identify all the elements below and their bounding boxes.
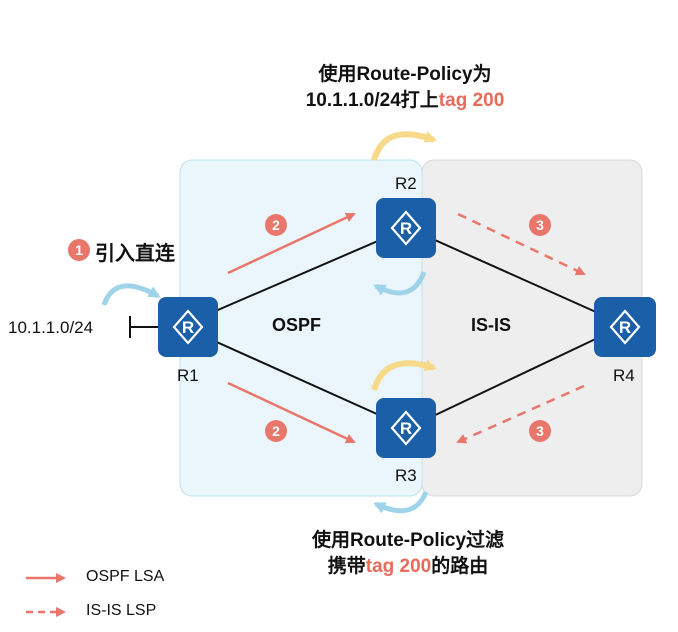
top-caption-highlight: tag 200 <box>438 90 505 111</box>
router-icon: R <box>390 210 422 246</box>
ospf-lsa-arrow-r1-r2 <box>227 212 356 275</box>
bottom-caption-line2-prefix: 携带 <box>327 556 366 577</box>
import-curl-r2 <box>373 271 427 296</box>
network-label: 10.1.1.0/24 <box>8 318 94 337</box>
step-1-label: 引入直连 <box>95 243 175 265</box>
router-icon: R <box>390 410 422 446</box>
link-r2-r4 <box>407 227 626 326</box>
router-label-r4: R4 <box>613 366 635 385</box>
router-r3[interactable]: R <box>376 398 436 458</box>
bottom-caption-line2-suffix: 的路由 <box>431 556 489 577</box>
isis-lsp-arrow-r4-r3 <box>456 384 585 444</box>
svg-text:R: R <box>400 419 412 438</box>
bottom-caption-highlight: tag 200 <box>365 556 432 577</box>
top-caption: 使用Route-Policy为 10.1.1.0/24打上tag 200 <box>260 62 550 114</box>
bottom-caption: 使用Route-Policy过滤 携带tag 200的路由 <box>258 528 558 580</box>
import-curl-r3 <box>373 490 429 514</box>
svg-text:R: R <box>619 318 631 337</box>
svg-text:R: R <box>182 318 194 337</box>
legend-isis-label: IS-IS LSP <box>86 602 157 619</box>
ospf-lsa-arrow-r1-r3 <box>227 381 356 444</box>
import-curl-arrow <box>101 283 161 306</box>
top-caption-line1: 使用Route-Policy为 <box>318 64 492 85</box>
legend-ospf-label: OSPF LSA <box>86 568 165 585</box>
step-2-badge-upper: 2 <box>265 214 287 236</box>
step-3-badge-lower: 3 <box>529 420 551 442</box>
router-icon: R <box>609 309 641 345</box>
step-2-badge-lower: 2 <box>265 420 287 442</box>
router-r4[interactable]: R <box>594 297 656 357</box>
top-caption-line2: 10.1.1.0/24打上tag 200 <box>260 88 550 114</box>
bottom-caption-line2: 携带tag 200的路由 <box>258 554 558 580</box>
router-r2[interactable]: R <box>376 198 436 258</box>
route-policy-curl-r3 <box>371 359 437 391</box>
ospf-area-label: OSPF <box>272 315 322 335</box>
link-r3-r4 <box>407 324 626 429</box>
router-label-r3: R3 <box>395 466 417 485</box>
route-policy-curl-r2 <box>371 131 437 161</box>
isis-area-label: IS-IS <box>471 315 512 335</box>
isis-lsp-arrow-r2-r4 <box>457 212 586 276</box>
link-r1-r2 <box>189 227 409 323</box>
top-caption-line2-prefix: 10.1.1.0/24打上 <box>305 90 439 111</box>
router-icon: R <box>172 309 204 345</box>
link-r1-r3 <box>189 329 409 429</box>
svg-text:R: R <box>400 219 412 238</box>
step-3-badge-upper: 3 <box>529 214 551 236</box>
router-r1[interactable]: R <box>158 297 218 357</box>
step-1-badge: 1 <box>68 239 90 261</box>
router-label-r2: R2 <box>395 174 417 193</box>
bottom-caption-line1: 使用Route-Policy过滤 <box>311 530 505 551</box>
router-label-r1: R1 <box>177 366 199 385</box>
